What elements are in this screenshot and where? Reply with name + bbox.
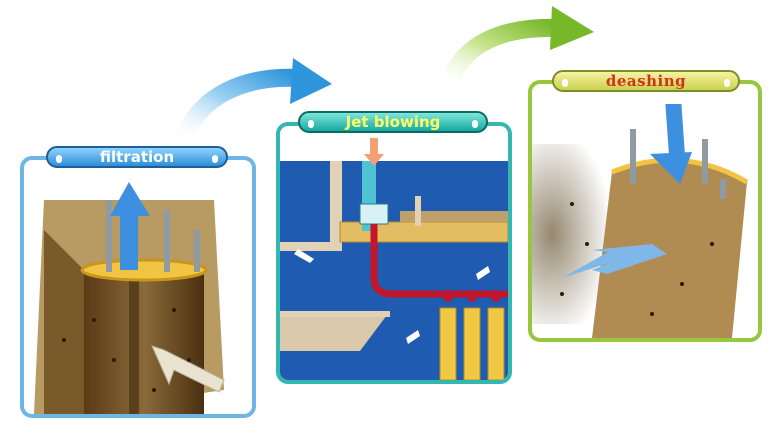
pill-right-dot-icon xyxy=(724,79,730,87)
filter-bag-filtration-illustration xyxy=(34,182,225,414)
filtration-label: filtration xyxy=(99,148,175,166)
filtration-panel xyxy=(20,156,256,418)
jet-blowing-panel xyxy=(276,122,512,384)
deashing-label-pill: deashing xyxy=(552,70,740,92)
pill-left-dot-icon xyxy=(562,79,568,87)
pill-right-dot-icon xyxy=(472,120,478,128)
filtration-label-pill: filtration xyxy=(46,146,228,168)
deashing-panel xyxy=(528,80,762,342)
jet-blowing-label: Jet blowing xyxy=(345,113,441,131)
pill-left-dot-icon xyxy=(56,155,62,163)
arrow-filtration-to-jet-icon xyxy=(173,58,332,149)
pulse-jet-cleaning-illustration xyxy=(280,138,508,380)
dust-release-deashing-illustration xyxy=(532,104,749,338)
pill-right-dot-icon xyxy=(212,155,218,163)
jet-blowing-label-pill: Jet blowing xyxy=(298,111,488,133)
pill-left-dot-icon xyxy=(308,120,314,128)
arrow-jet-to-deashing-icon xyxy=(439,6,594,95)
deashing-label: deashing xyxy=(605,72,687,90)
